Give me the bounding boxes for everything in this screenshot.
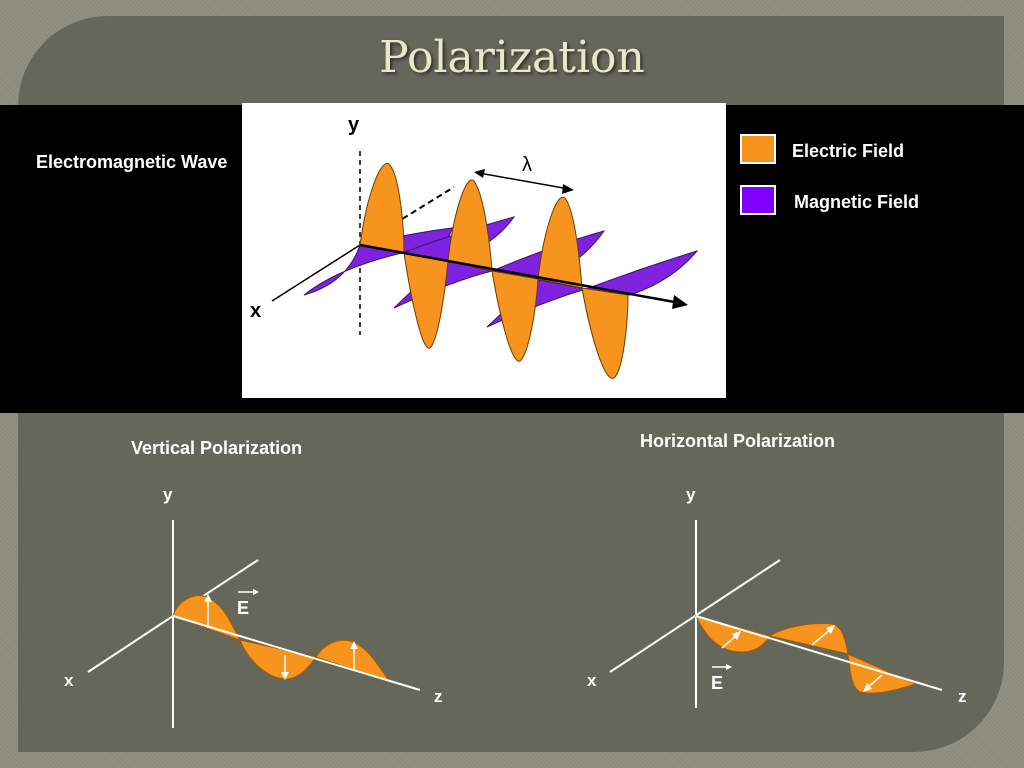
electric-field-swatch [740, 134, 776, 164]
magnetic-field-legend-label: Magnetic Field [794, 192, 920, 212]
horizontal-z-label: z [958, 687, 967, 706]
page-title: Polarization [379, 32, 645, 83]
horizontal-y-label: y [686, 485, 696, 504]
horizontal-field-arrowhead-3 [863, 683, 872, 692]
wavelength-arrow-left [474, 169, 485, 178]
horizontal-wave-lobe-3 [847, 653, 918, 694]
propagation-axis [359, 243, 681, 305]
vertical-wave-lobe-2 [239, 639, 317, 680]
em-wave-diagram: λ y x [242, 103, 726, 398]
vertical-y-label: y [163, 485, 173, 504]
vertical-e-vector-head [253, 589, 259, 595]
vertical-field-arrowhead-3 [350, 641, 358, 649]
horizontal-z-axis [695, 615, 943, 691]
diagonal-dashed-line [359, 186, 455, 246]
vertical-z-axis [172, 615, 421, 691]
vertical-polarization-diagram: E y x z [64, 485, 443, 728]
vertical-wave-lobe-3 [315, 639, 392, 683]
vertical-polarization-label: Vertical Polarization [131, 438, 303, 458]
horizontal-x-label: x [587, 671, 597, 690]
wavelength-arrow-right [562, 184, 574, 194]
horizontal-polarization-label: Horizontal Polarization [640, 431, 836, 451]
vertical-x-label: x [64, 671, 74, 690]
horizontal-e-vector-head [726, 664, 732, 670]
horizontal-polarization-diagram: E y x z [587, 485, 967, 708]
x-axis-line [271, 244, 361, 302]
vertical-field-arrowhead-1 [204, 594, 212, 602]
em-wave-label: Electromagnetic Wave [36, 152, 228, 172]
vertical-wave-lobe-1 [172, 595, 242, 641]
vertical-e-label: E [237, 598, 249, 618]
vertical-field-arrowhead-2 [281, 672, 289, 680]
horizontal-e-label: E [711, 673, 723, 693]
propagation-arrow [672, 295, 688, 309]
vertical-z-label: z [434, 687, 443, 706]
horizontal-field-arrowhead-1 [732, 631, 741, 640]
wavelength-label: λ [522, 154, 532, 176]
horizontal-field-arrowhead-2 [826, 625, 835, 634]
wave-x-label: x [250, 300, 261, 322]
magnetic-field-swatch [740, 185, 776, 215]
electric-field-lobes [359, 162, 629, 379]
em-wave-svg: λ y x [250, 114, 699, 379]
electric-field-legend-label: Electric Field [792, 141, 905, 161]
wave-y-label: y [348, 114, 360, 136]
wavelength-line [478, 172, 570, 190]
horizontal-x-axis [609, 559, 781, 673]
